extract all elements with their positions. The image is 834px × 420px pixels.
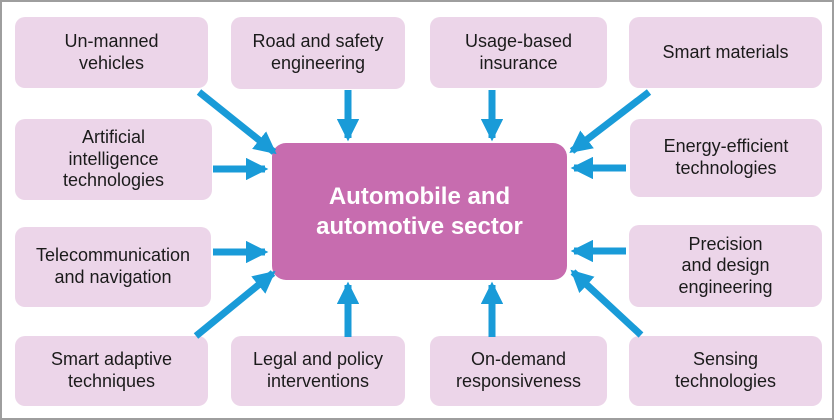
node-energy-efficient-technologies: Energy-efficient technologies bbox=[630, 119, 822, 197]
node-precision-design-engineering: Precision and design engineering bbox=[629, 225, 822, 307]
node-smart-adaptive-techniques: Smart adaptive techniques bbox=[15, 336, 208, 406]
node-on-demand-responsiveness: On-demand responsiveness bbox=[430, 336, 607, 406]
node-automobile-automotive-sector: Automobile and automotive sector bbox=[272, 143, 567, 280]
node-unmanned-vehicles: Un-manned vehicles bbox=[15, 17, 208, 88]
node-legal-policy-interventions: Legal and policy interventions bbox=[231, 336, 405, 406]
node-usage-based-insurance: Usage-based insurance bbox=[430, 17, 607, 88]
node-sensing-technologies: Sensing technologies bbox=[629, 336, 822, 406]
node-artificial-intelligence-technologies: Artificial intelligence technologies bbox=[15, 119, 212, 200]
node-road-safety-engineering: Road and safety engineering bbox=[231, 17, 405, 89]
node-telecommunication-navigation: Telecommunication and navigation bbox=[15, 227, 211, 307]
node-smart-materials: Smart materials bbox=[629, 17, 822, 88]
